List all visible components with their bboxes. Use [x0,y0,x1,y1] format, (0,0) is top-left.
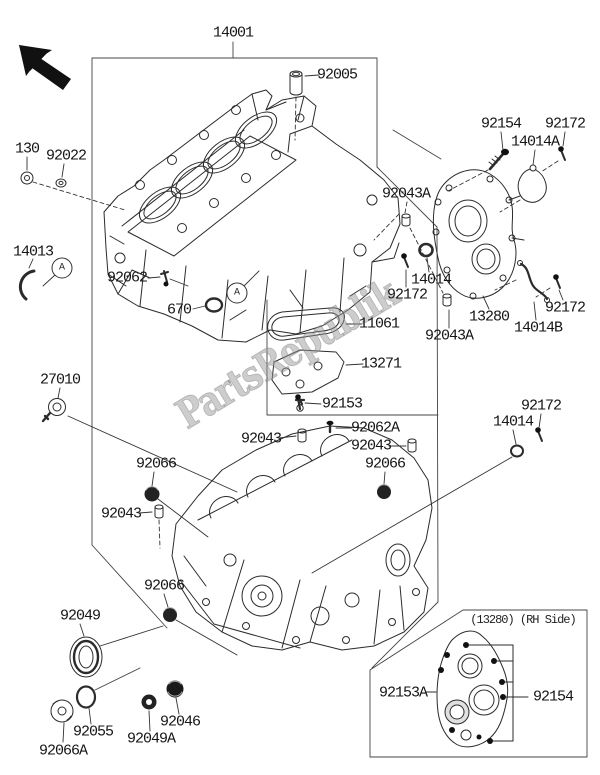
label-92043-b: 92043 [240,430,282,448]
label-92055: 92055 [72,723,114,741]
label-92153A: 92153A [378,684,428,702]
label-92154-b: 92154 [532,688,574,706]
group-boxes [91,41,588,758]
label-92172-a: 92172 [520,397,562,415]
label-14001: 14001 [212,24,254,42]
upper-crankcase-drawing [103,89,401,343]
inset-cover-drawing [425,630,529,748]
label-92066-b: 92066 [143,577,185,595]
breather-parts-drawing [267,289,345,412]
direction-arrow-icon [19,45,71,90]
label-92043-a: 92043 [100,505,142,523]
leader-lines [26,74,566,743]
label-92066-a: 92066 [135,455,177,473]
label-14014-b: 14014 [410,271,452,289]
label-92172-c: 92172 [386,286,428,304]
lower-crankcase-drawing [171,425,433,651]
label-14013: 14013 [12,243,54,261]
label-92172-b: 92172 [544,115,586,133]
side-cover-drawing [432,169,525,300]
label-92066-c: 92066 [364,455,406,473]
label-27010: 27010 [39,371,81,389]
label-670: 670 [166,301,192,319]
label-92049: 92049 [59,607,101,625]
label-92062: 92062 [106,269,148,287]
label-92043A-b: 92043A [424,327,474,345]
label-13280: 13280 [468,308,510,326]
label-13271: 13271 [360,355,402,373]
label-92153: 92153 [321,395,363,413]
label-130: 130 [14,140,40,158]
label-92066A: 92066A [38,742,88,760]
label-92043A-a: 92043A [381,185,431,203]
label-92049A: 92049A [126,730,176,748]
ref-circle-a-1: A [51,257,73,279]
ref-circle-a-2: A [226,282,248,304]
label-92043-c: 92043 [350,437,392,455]
label-92062A: 92062A [350,419,400,437]
label-92046: 92046 [159,713,201,731]
label-92005: 92005 [316,66,358,84]
inset-caption: (13280) (RH Side) [470,613,576,627]
label-11061: 11061 [358,315,400,333]
label-92172-d: 92172 [544,299,586,317]
label-92154-a: 92154 [480,115,522,133]
label-14014B: 14014B [513,319,563,337]
label-92022: 92022 [45,147,87,165]
small-parts [18,70,566,723]
label-14014-a: 14014 [492,413,534,431]
label-14014A: 14014A [510,133,560,151]
